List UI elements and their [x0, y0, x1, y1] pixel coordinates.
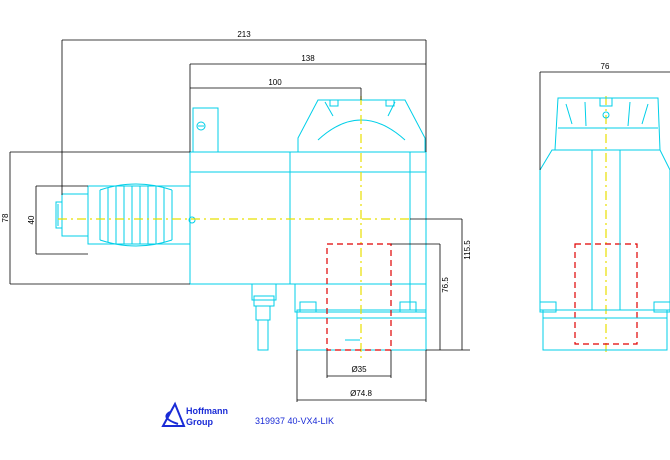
hidden-bore-front	[326, 243, 392, 351]
dim-spindle-height: 76.5	[441, 277, 450, 293]
logo-line1: Hoffmann	[186, 406, 228, 416]
dim-bore-dia: Ø35	[351, 365, 367, 374]
dim-collet-dia: 40	[27, 215, 36, 224]
collet-body	[87, 185, 191, 245]
side-body	[539, 149, 670, 311]
top-bracket	[192, 107, 219, 153]
front-view	[55, 99, 427, 351]
dim-mid-length: 138	[301, 54, 315, 63]
side-view	[539, 97, 670, 351]
hidden-bore-side	[574, 243, 638, 345]
logo-mark-icon	[161, 401, 186, 427]
top-clamp	[297, 99, 426, 153]
coolant-fitting	[251, 283, 277, 301]
dim-inner-length: 100	[268, 78, 282, 87]
hidden-lines	[326, 243, 638, 351]
dim-side-width: 76	[601, 62, 610, 71]
dim-center-height: 115.5	[463, 240, 472, 260]
bellows	[99, 183, 173, 247]
brand-logo: Hoffmann Group	[161, 401, 228, 427]
logo-line2: Group	[186, 417, 213, 427]
part-caption: 319937 40-VX4-LIK	[255, 416, 334, 426]
dim-flange-dia: Ø74.8	[350, 389, 372, 398]
axis-lines	[58, 96, 607, 360]
dim-overall-length: 213	[237, 30, 251, 39]
dimension-lines: 213 138 100 78 40 115.5 76.5 Ø35	[1, 30, 670, 402]
bracket-screw	[196, 121, 206, 131]
dim-height-left: 78	[1, 213, 10, 222]
